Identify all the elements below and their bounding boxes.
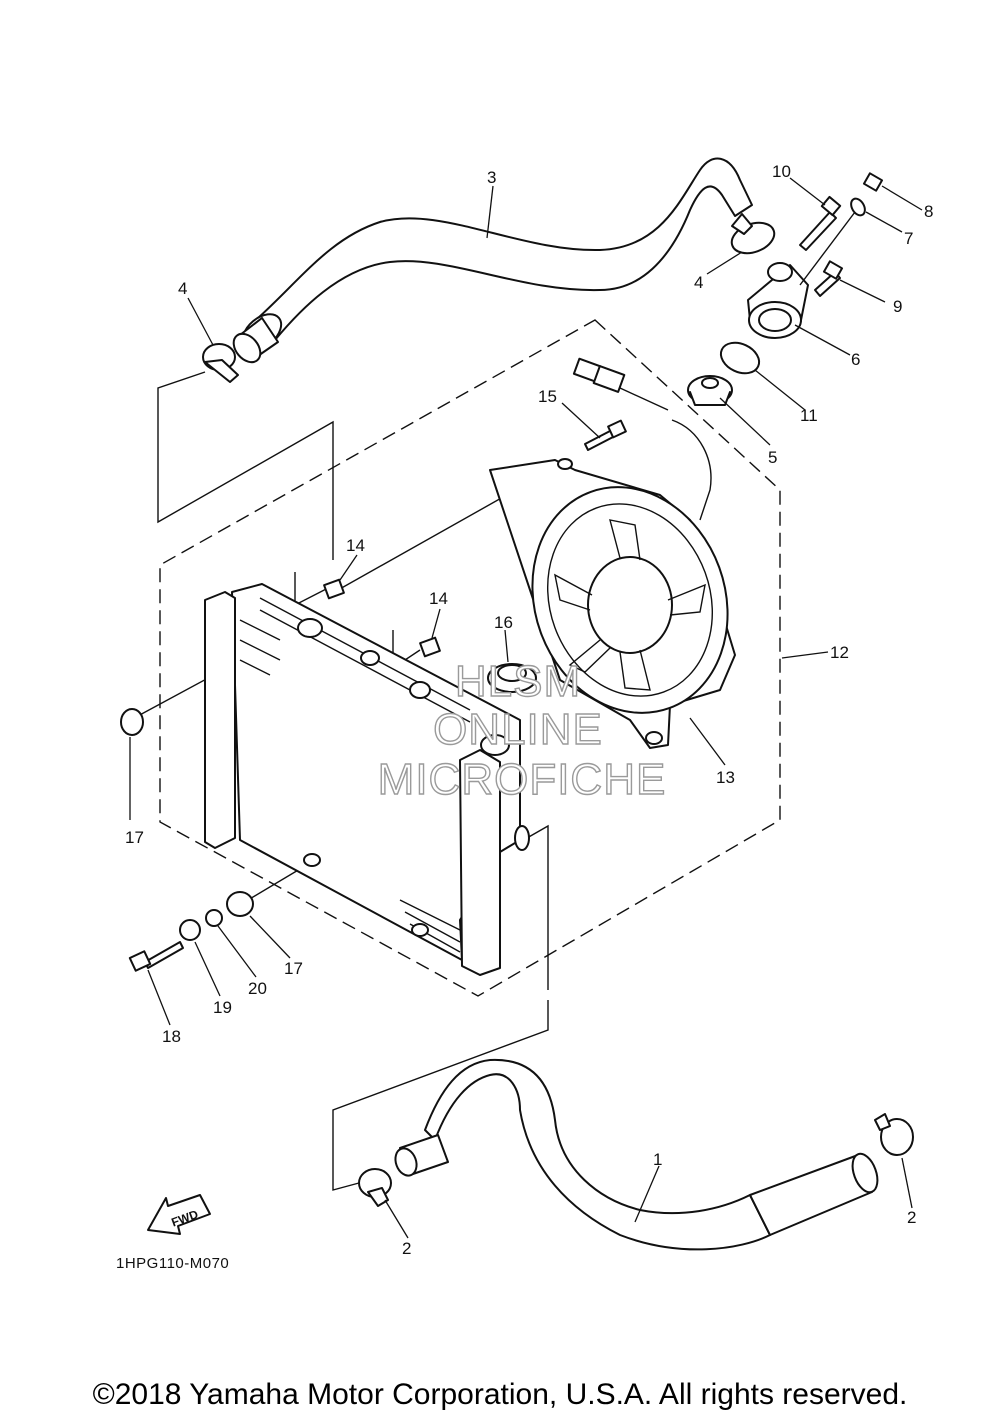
- hose-clamp-lower-left: [358, 1168, 392, 1207]
- bolt-18: [128, 941, 184, 972]
- watermark: HLSM ONLINE MICROFICHE: [377, 656, 667, 804]
- callout-14-right: 14: [429, 589, 448, 608]
- callout-11: 11: [800, 406, 818, 425]
- leader-lines: [129, 177, 923, 1239]
- guide-frame-upper-left: [157, 371, 334, 560]
- watermark-line-1: HLSM: [455, 657, 581, 706]
- callout-8: 8: [924, 202, 933, 221]
- watermark-line-3: MICROFICHE: [378, 755, 667, 804]
- forward-direction-arrow: FWD: [147, 1194, 211, 1235]
- copyright-notice: ©2018 Yamaha Motor Corporation, U.S.A. A…: [92, 1378, 908, 1411]
- callout-13: 13: [716, 768, 735, 787]
- callout-16: 16: [494, 613, 513, 632]
- hose-clamp-upper-right: [730, 213, 776, 255]
- grommet-17-lower: [226, 891, 254, 917]
- washer-19: [179, 919, 201, 941]
- callout-2-right: 2: [907, 1208, 916, 1227]
- guide-frame-lower-right: [519, 824, 549, 990]
- fan-connector: [572, 357, 712, 521]
- callout-12: 12: [830, 643, 849, 662]
- upper-radiator-hose: [232, 157, 753, 364]
- radiator-cap: [480, 663, 537, 756]
- assembly-boundary: [159, 319, 781, 997]
- gasket-7: [799, 197, 866, 286]
- thermostat-housing: [747, 262, 809, 339]
- clip-14-right: [419, 636, 441, 658]
- hose-clamp-lower-right: [874, 1113, 914, 1156]
- o-ring: [719, 341, 761, 375]
- hose-clamp-upper-left: [202, 343, 239, 383]
- callout-15: 15: [538, 387, 557, 406]
- callout-4-right: 4: [694, 273, 703, 292]
- lower-radiator-hose: [394, 1058, 879, 1251]
- callout-9: 9: [893, 297, 902, 316]
- bolt-15: [584, 419, 627, 451]
- callout-17-left: 17: [125, 828, 144, 847]
- callout-14-left: 14: [346, 536, 365, 555]
- radiator: [204, 583, 530, 976]
- bolt-9: [814, 260, 844, 297]
- cooling-fan: [489, 458, 736, 749]
- callout-20: 20: [248, 979, 267, 998]
- guide-frame-lower-hose: [332, 1000, 549, 1191]
- callout-17-lower: 17: [284, 959, 303, 978]
- clip-14-left: [323, 578, 345, 600]
- bolt-10: [799, 195, 842, 251]
- callout-2-left: 2: [402, 1239, 411, 1258]
- callout-19: 19: [213, 998, 232, 1017]
- callout-4-left: 4: [178, 279, 187, 298]
- collar-20: [205, 909, 223, 927]
- callout-3: 3: [487, 168, 496, 187]
- callout-7: 7: [904, 229, 913, 248]
- watermark-line-2: ONLINE: [433, 705, 603, 754]
- callout-6: 6: [851, 350, 860, 369]
- callout-5: 5: [768, 448, 777, 467]
- guide-line-mount: [247, 865, 306, 901]
- bolt-8: [862, 172, 884, 192]
- callout-labels: 1 2 2 3 4 4 5 6 7 8 9 10 11 12 13 14 14 …: [125, 162, 933, 1258]
- grommet-17-left: [120, 708, 144, 736]
- callout-10: 10: [772, 162, 791, 181]
- callout-1: 1: [653, 1150, 662, 1169]
- thermostat: [687, 375, 733, 406]
- callout-18: 18: [162, 1027, 181, 1046]
- diagram-code: 1HPG110-M070: [116, 1255, 230, 1272]
